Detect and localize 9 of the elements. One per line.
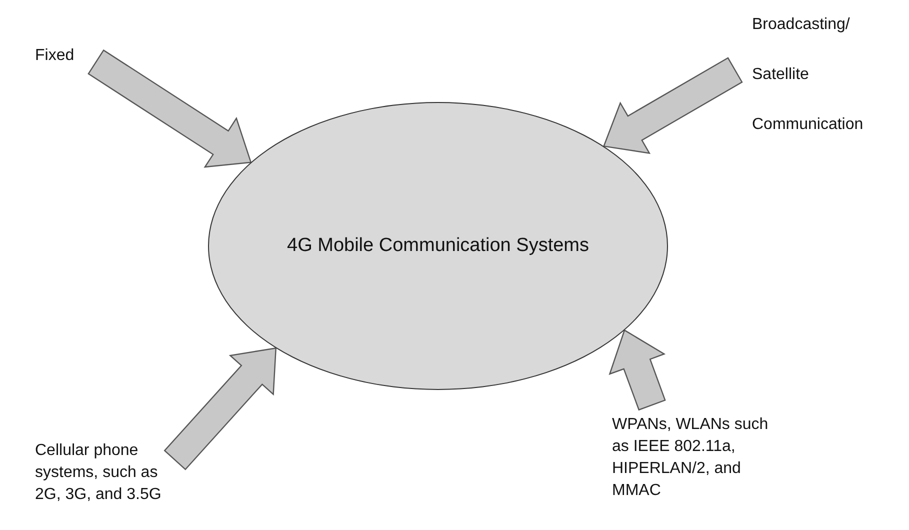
block-arrow: [88, 49, 252, 168]
source-label: Fixed: [35, 45, 79, 67]
block-arrow: [602, 57, 743, 154]
block-arrow: [164, 347, 277, 470]
source-label: WPANs, WLANs such as IEEE 802.11a, HIPERLAN/2, and MMAC: [612, 414, 787, 502]
ellipse-label: 4G Mobile Communication Systems: [287, 235, 589, 257]
block-arrow: [608, 329, 666, 411]
source-label: Cellular phone systems, such as 2G, 3G, and 3.5G: [35, 440, 185, 506]
source-label: Broadcasting/ Satellite Communication: [752, 0, 902, 150]
